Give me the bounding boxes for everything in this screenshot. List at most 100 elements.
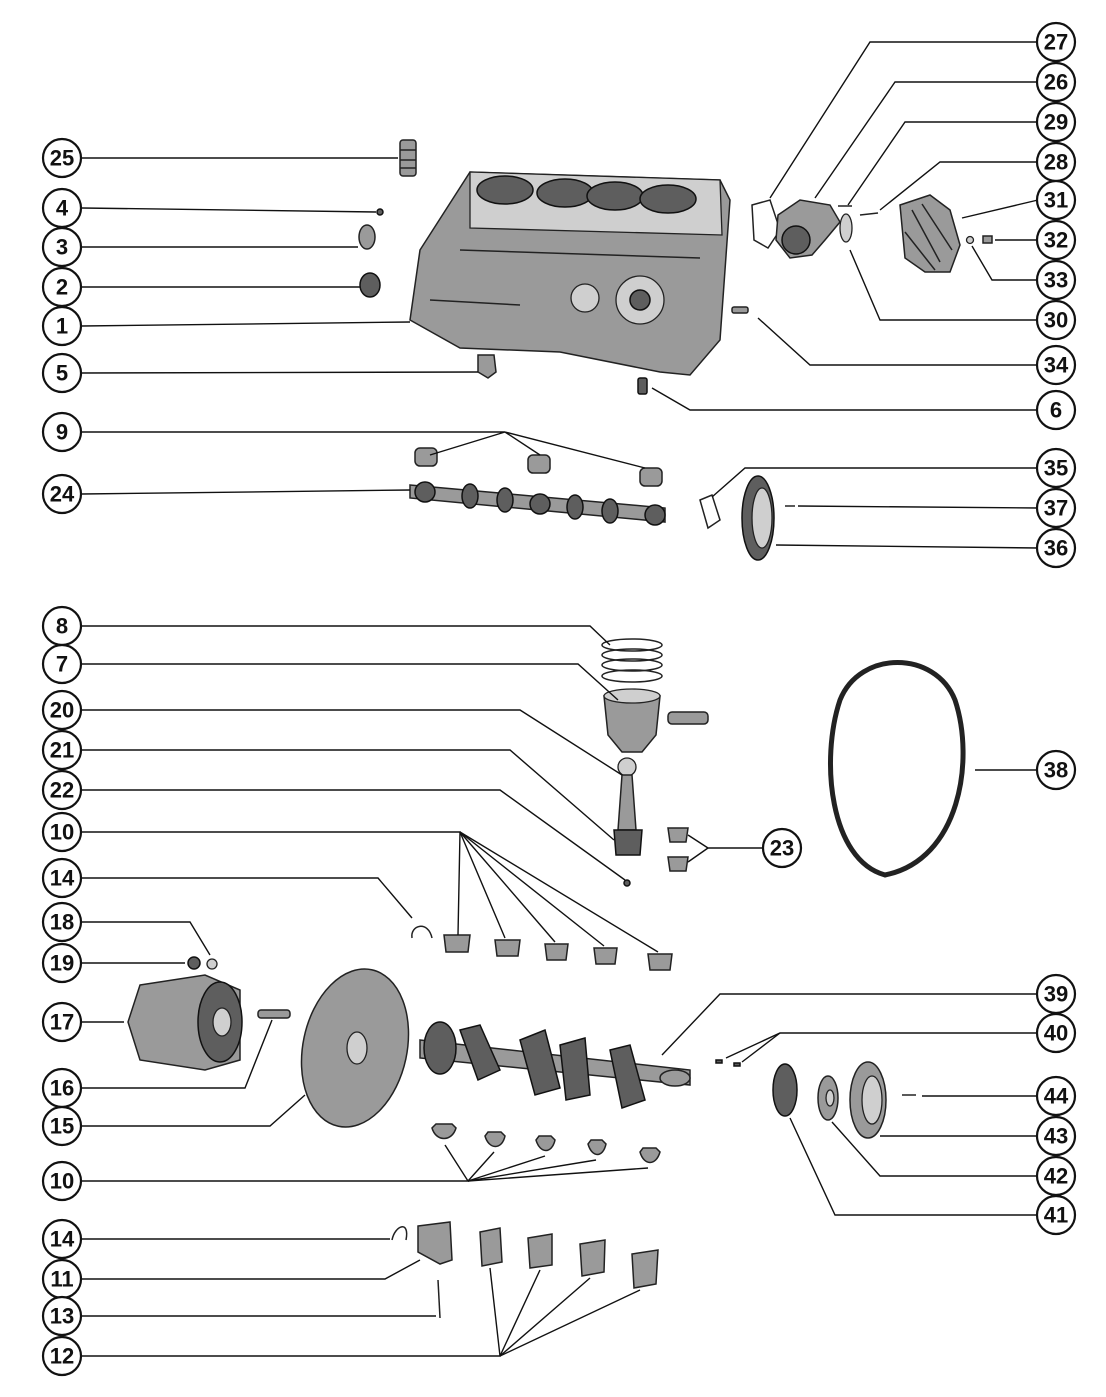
part-3	[358, 224, 376, 250]
piston	[603, 688, 709, 753]
svg-text:11: 11	[50, 1267, 73, 1292]
callout-2: 2	[41, 266, 83, 308]
svg-text:24: 24	[50, 482, 75, 507]
cam-gear	[741, 475, 775, 561]
svg-text:20: 20	[50, 698, 74, 723]
svg-text:8: 8	[56, 614, 68, 639]
svg-text:30: 30	[1044, 308, 1068, 333]
svg-text:2: 2	[56, 275, 68, 300]
callout-42: 42	[1035, 1155, 1077, 1197]
svg-text:42: 42	[1044, 1164, 1068, 1189]
callout-14-upper: 14	[41, 857, 83, 899]
callout-3: 3	[41, 226, 83, 268]
callout-15: 15	[41, 1105, 83, 1147]
part-6	[637, 377, 648, 395]
part-5	[477, 354, 497, 379]
callout-37: 37	[1035, 487, 1077, 529]
callout-6: 6	[1035, 389, 1077, 431]
svg-text:15: 15	[50, 1114, 74, 1139]
part-16	[257, 1009, 291, 1019]
callout-31: 31	[1035, 179, 1077, 221]
part-35	[699, 493, 721, 530]
callout-16: 16	[41, 1067, 83, 1109]
part-18	[206, 958, 218, 970]
svg-text:26: 26	[1044, 70, 1068, 95]
svg-text:32: 32	[1044, 228, 1068, 253]
part-14-upper	[411, 925, 433, 939]
part-42	[817, 1075, 839, 1121]
svg-text:38: 38	[1044, 758, 1068, 783]
svg-text:35: 35	[1044, 456, 1068, 481]
part-25	[399, 139, 417, 177]
crank-pulley	[849, 1061, 887, 1139]
svg-text:3: 3	[56, 235, 68, 260]
camshaft	[409, 481, 666, 526]
svg-text:4: 4	[56, 196, 69, 221]
callout-35: 35	[1035, 447, 1077, 489]
svg-text:10: 10	[50, 820, 74, 845]
callout-9: 9	[41, 411, 83, 453]
callout-17: 17	[41, 1001, 83, 1043]
crankshaft	[419, 1021, 691, 1109]
svg-text:28: 28	[1044, 150, 1068, 175]
svg-text:14: 14	[50, 1227, 75, 1252]
part-11	[417, 1221, 453, 1265]
part-13	[437, 1279, 441, 1319]
part-31	[899, 194, 961, 273]
part-19	[187, 956, 201, 970]
svg-text:17: 17	[50, 1010, 74, 1035]
callout-4: 4	[41, 187, 83, 229]
cam-bearings	[414, 447, 663, 487]
main-bearings-upper	[443, 934, 673, 971]
callout-26: 26	[1035, 61, 1077, 103]
callout-28: 28	[1035, 141, 1077, 183]
svg-text:13: 13	[50, 1304, 74, 1329]
main-caps	[479, 1227, 659, 1289]
svg-text:36: 36	[1044, 536, 1068, 561]
svg-text:14: 14	[50, 866, 75, 891]
svg-text:40: 40	[1044, 1021, 1068, 1046]
callout-18: 18	[41, 901, 83, 943]
callout-23: 23	[761, 827, 803, 869]
svg-text:18: 18	[50, 910, 74, 935]
callout-21: 21	[41, 729, 83, 771]
svg-text:34: 34	[1044, 353, 1069, 378]
connecting-rod	[613, 757, 643, 856]
svg-text:12: 12	[50, 1344, 74, 1369]
callout-32: 32	[1035, 219, 1077, 261]
svg-text:25: 25	[50, 146, 74, 171]
svg-text:22: 22	[50, 778, 74, 803]
svg-text:9: 9	[56, 420, 68, 445]
callout-22: 22	[41, 769, 83, 811]
svg-text:31: 31	[1044, 188, 1068, 213]
callout-30: 30	[1035, 299, 1077, 341]
svg-text:5: 5	[56, 361, 68, 386]
callout-27: 27	[1035, 21, 1077, 63]
callout-36: 36	[1035, 527, 1077, 569]
callout-34: 34	[1035, 344, 1077, 386]
part-28	[859, 212, 879, 216]
svg-text:27: 27	[1044, 30, 1068, 55]
svg-text:19: 19	[50, 951, 74, 976]
svg-text:41: 41	[1044, 1203, 1068, 1228]
piston-rings	[601, 638, 663, 683]
callout-29: 29	[1035, 101, 1077, 143]
callout-33: 33	[1035, 259, 1077, 301]
part-2	[359, 272, 381, 298]
callout-25: 25	[41, 137, 83, 179]
callout-39: 39	[1035, 973, 1077, 1015]
flywheel	[300, 968, 410, 1128]
svg-text:44: 44	[1044, 1084, 1069, 1109]
cylinder-block	[409, 171, 731, 376]
callout-10-upper: 10	[41, 811, 83, 853]
water-pump	[775, 199, 853, 259]
svg-text:21: 21	[50, 738, 74, 763]
svg-text:23: 23	[770, 836, 794, 861]
callout-11: 11	[41, 1258, 83, 1300]
rod-bearings	[667, 827, 689, 872]
part-34	[731, 306, 749, 314]
part-27	[751, 199, 781, 249]
svg-text:6: 6	[1050, 398, 1062, 423]
callout-44: 44	[1035, 1075, 1077, 1117]
